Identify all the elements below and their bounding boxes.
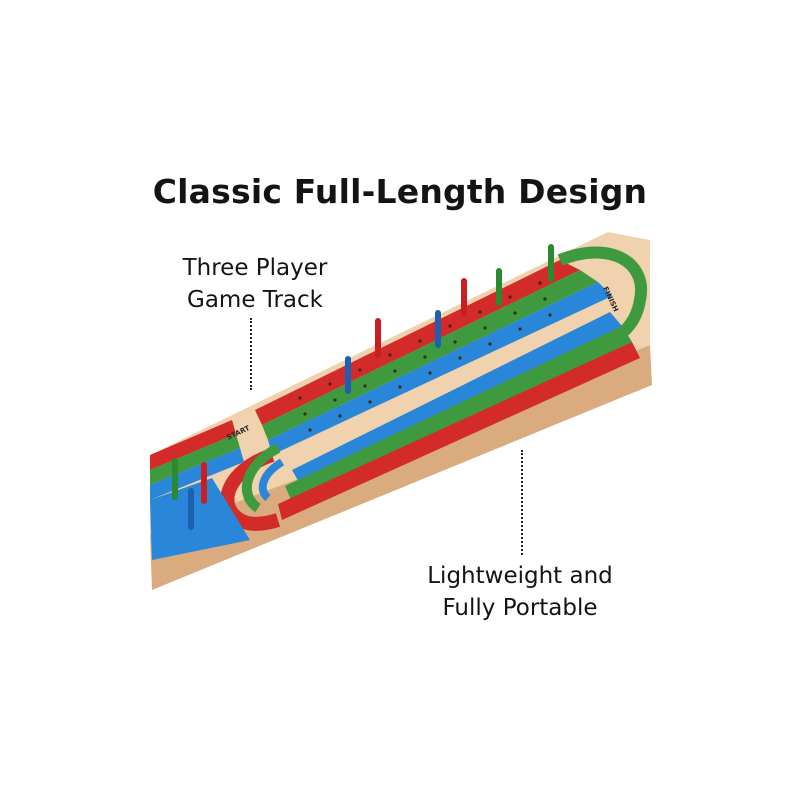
- start-lane-red: [150, 420, 236, 470]
- track-red-inner: [278, 342, 640, 520]
- track-u-turn: [220, 448, 281, 531]
- pegs: [172, 244, 554, 530]
- track-u-turn-green: [241, 443, 281, 513]
- peg-blue-1: [435, 310, 441, 348]
- peg-holes: [298, 281, 552, 432]
- peg-green-2: [496, 268, 502, 306]
- peg-red-1: [461, 278, 467, 316]
- callout-portable-line-1: Lightweight and: [427, 563, 613, 589]
- peg-blue-2: [345, 356, 351, 394]
- callout-leader-bottom: [521, 450, 523, 555]
- track-blue-top: [268, 282, 612, 455]
- track-right-turn: [557, 246, 648, 351]
- callout-lightweight-portable: Lightweight and Fully Portable: [415, 560, 625, 624]
- peg-red-3: [201, 462, 207, 504]
- peg-red-2: [375, 318, 381, 358]
- track-green-inner: [285, 326, 632, 502]
- peg-blue-3: [188, 488, 194, 530]
- track-blue-inner: [292, 312, 622, 484]
- track-u-turn-blue: [258, 458, 285, 502]
- headline: Classic Full-Length Design: [152, 172, 648, 211]
- callout-track-line-1: Three Player: [182, 255, 328, 281]
- peg-green-3: [172, 458, 178, 500]
- callout-leader-top: [250, 318, 252, 390]
- callout-three-player-track: Three Player Game Track: [165, 252, 345, 316]
- peg-green-1: [548, 244, 554, 282]
- callout-portable-line-2: Fully Portable: [442, 595, 598, 621]
- callout-track-line-2: Game Track: [187, 287, 323, 313]
